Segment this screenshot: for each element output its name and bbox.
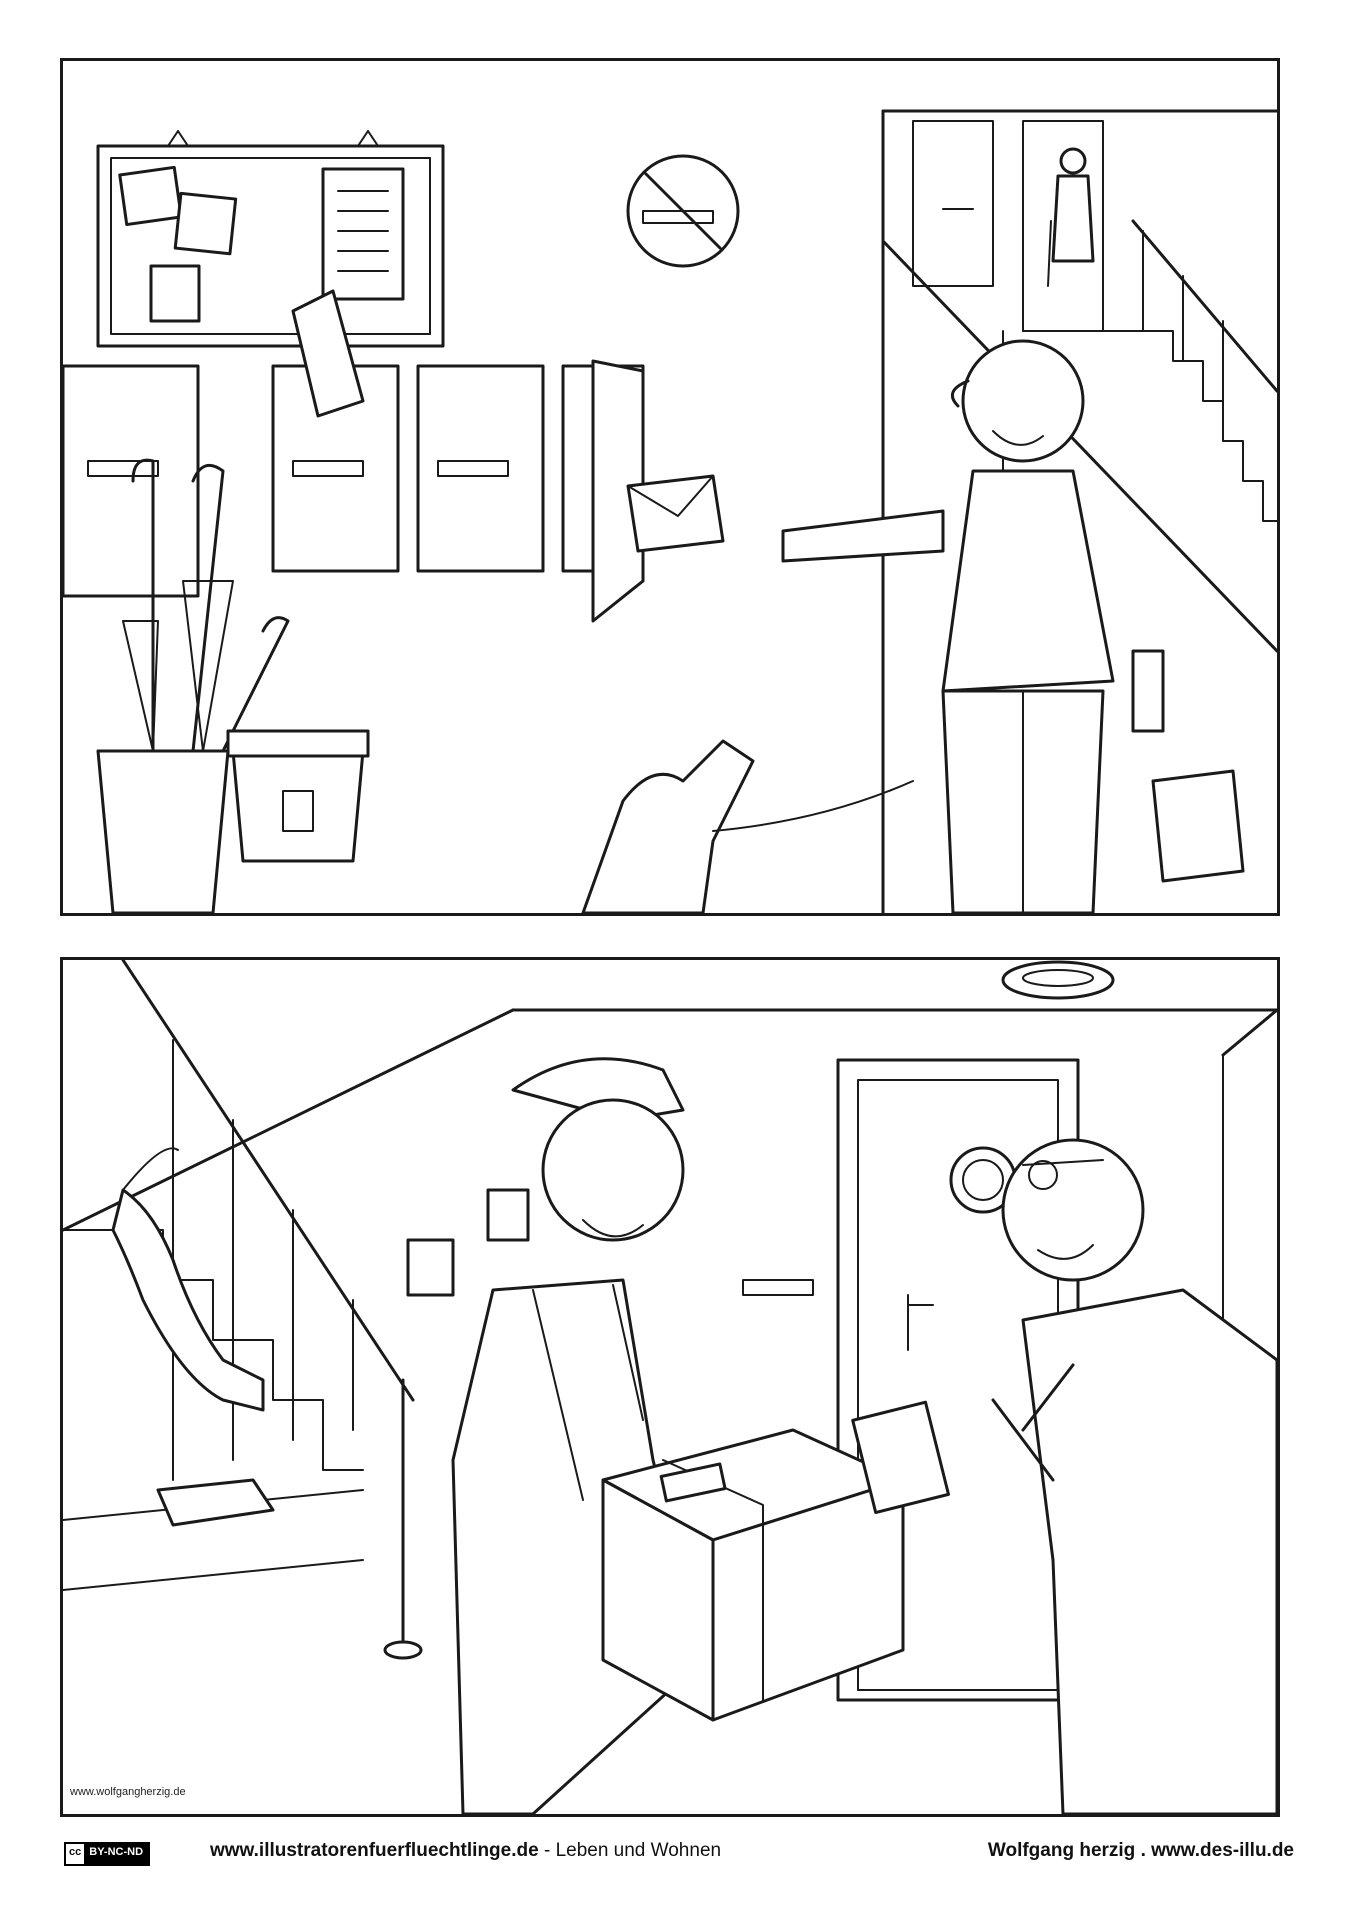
old-woman-figure: [1047, 147, 1095, 287]
page-footer: cc BY-NC-ND www.illustratorenfuerfluecht…: [60, 1836, 1300, 1876]
footer-left: www.illustratorenfuerfluechtlinge.de - L…: [210, 1840, 721, 1862]
watermark-text: www.wolfgangherzig.de: [70, 1786, 186, 1798]
dog-figure: [581, 739, 914, 913]
staircase: [63, 960, 423, 1660]
shopping-bag: [1131, 649, 1245, 883]
recipient-man-figure: [991, 1138, 1277, 1814]
cc-license-badge[interactable]: cc BY-NC-ND: [64, 1842, 151, 1866]
mailboxes: [63, 289, 725, 623]
parcel-delivery-scene: [63, 960, 1277, 1814]
delivery-man-figure: [451, 1057, 705, 1814]
hallway-mailbox-scene: [63, 109, 1277, 913]
umbrella-stand: [96, 458, 290, 913]
wall-pictures: [406, 1188, 814, 1297]
cat-figure: [111, 1147, 265, 1412]
author-credit[interactable]: Wolfgang herzig . www.des-illu.de: [987, 1840, 1294, 1861]
site-link[interactable]: www.illustratorenfuerfluechtlinge.de: [210, 1840, 539, 1861]
stairwell-area: [881, 109, 1277, 913]
footer-separator: -: [538, 1840, 556, 1861]
top-illustration-panel: [60, 58, 1280, 916]
cc-icon: cc: [66, 1844, 85, 1864]
bottom-illustration-panel: [60, 957, 1280, 1817]
no-smoking-icon: [626, 154, 740, 268]
license-type: BY-NC-ND: [84, 1844, 149, 1864]
man-with-letter-figure: [781, 339, 1115, 913]
ceiling-lamp: [1001, 960, 1115, 1000]
bulletin-board: [96, 130, 445, 348]
recycle-bin-icon: [226, 729, 370, 863]
category-label: Leben und Wohnen: [555, 1840, 722, 1861]
parcel-box: [601, 1400, 950, 1722]
